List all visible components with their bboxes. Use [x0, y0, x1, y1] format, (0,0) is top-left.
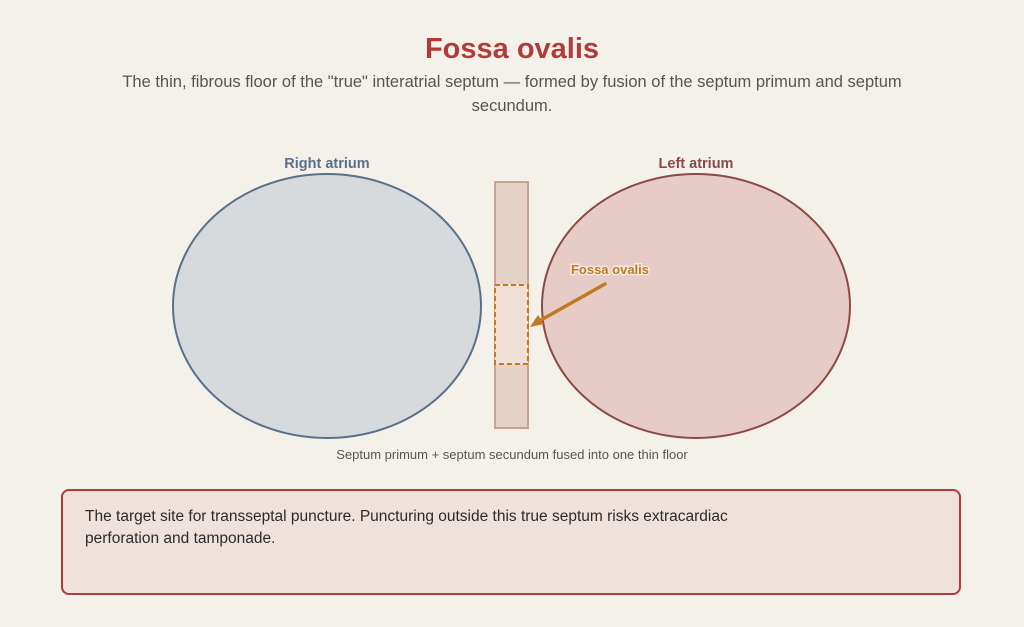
- right-atrium-chamber: [172, 173, 482, 439]
- fossa-ovalis-region: [494, 284, 529, 365]
- atria-diagram: Right atrium Left atrium Fossa ovalis Se…: [172, 156, 851, 462]
- fossa-pointer-arrow: [539, 282, 607, 322]
- septum-caption: Septum primum + septum secundum fused in…: [336, 447, 688, 462]
- clinical-note-box: The target site for transseptal puncture…: [61, 489, 961, 595]
- left-atrium-label: Left atrium: [659, 156, 734, 172]
- page-title: Fossa ovalis: [424, 33, 600, 65]
- clinical-note-text: The target site for transseptal puncture…: [85, 508, 728, 547]
- right-atrium-label: Right atrium: [284, 156, 369, 172]
- left-atrium-chamber: [541, 173, 851, 439]
- page-subtitle: The thin, fibrous floor of the "true" in…: [122, 73, 902, 115]
- arrow-head-icon: [530, 315, 544, 327]
- fossa-ovalis-label: Fossa ovalis: [571, 262, 649, 277]
